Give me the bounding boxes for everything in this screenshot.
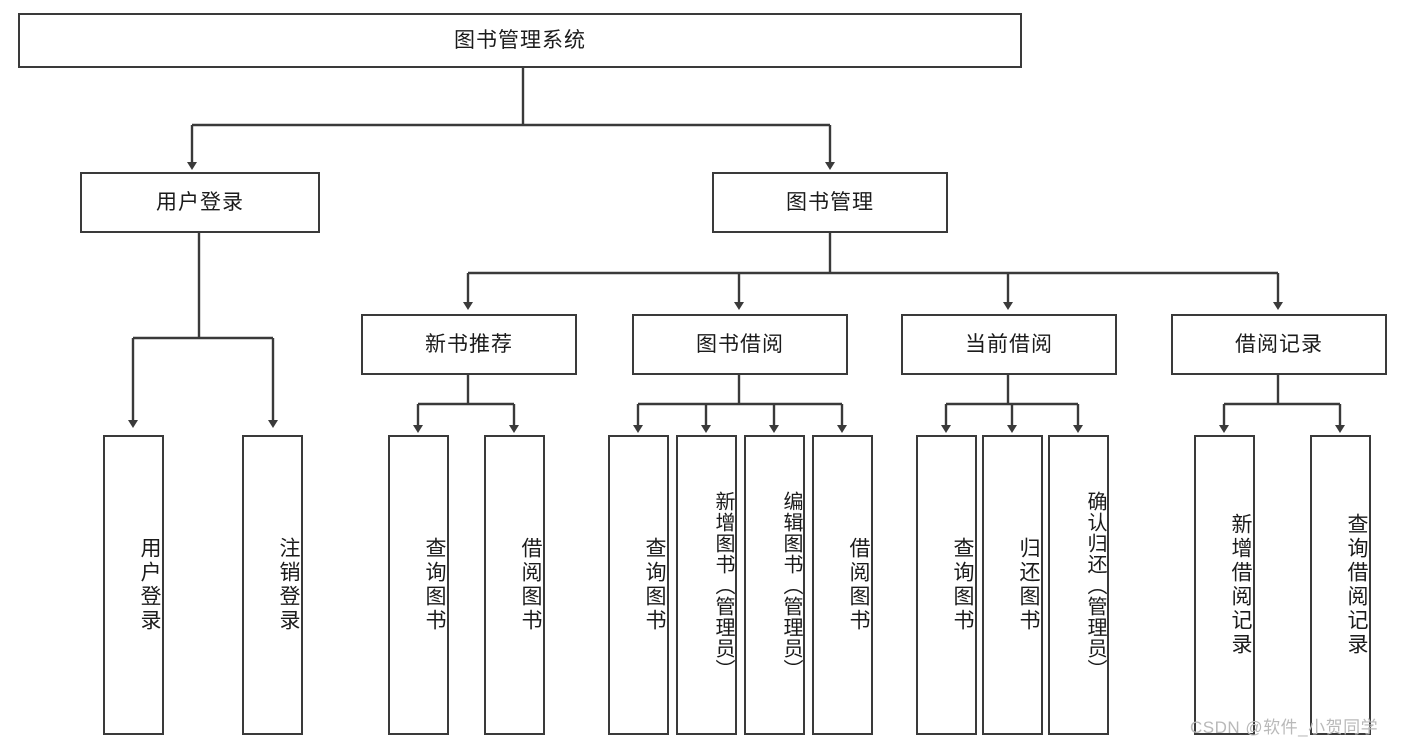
node-current-borrow-label: 当前借阅 xyxy=(965,332,1053,356)
node-borrow-record-label: 借阅记录 xyxy=(1235,332,1323,356)
leaf-edit-book[interactable]: 编辑图书（管理员） xyxy=(744,435,805,735)
leaf-user-login-label: 用户登录 xyxy=(138,537,161,633)
leaf-query-book-1[interactable]: 查询图书 xyxy=(388,435,449,735)
leaf-return-book[interactable]: 归还图书 xyxy=(982,435,1043,735)
leaf-add-book-label: 新增图书（管理员） xyxy=(712,490,734,680)
leaf-query-book-1-label: 查询图书 xyxy=(423,537,446,633)
node-book-borrow[interactable]: 图书借阅 xyxy=(632,314,848,375)
node-user-login[interactable]: 用户登录 xyxy=(80,172,320,233)
leaf-user-login[interactable]: 用户登录 xyxy=(103,435,164,735)
node-book-manage-label: 图书管理 xyxy=(786,190,874,214)
node-user-login-label: 用户登录 xyxy=(156,190,244,214)
leaf-borrow-book-2-label: 借阅图书 xyxy=(847,537,870,633)
node-root[interactable]: 图书管理系统 xyxy=(18,13,1022,68)
leaf-return-book-label: 归还图书 xyxy=(1017,537,1040,633)
leaf-logout[interactable]: 注销登录 xyxy=(242,435,303,735)
leaf-borrow-book-2[interactable]: 借阅图书 xyxy=(812,435,873,735)
csdn-watermark: CSDN @软件_小贺同学 xyxy=(1190,718,1379,737)
leaf-add-book[interactable]: 新增图书（管理员） xyxy=(676,435,737,735)
leaf-logout-label: 注销登录 xyxy=(277,537,300,633)
leaf-query-book-2[interactable]: 查询图书 xyxy=(608,435,669,735)
node-borrow-record[interactable]: 借阅记录 xyxy=(1171,314,1387,375)
node-root-label: 图书管理系统 xyxy=(454,28,586,52)
leaf-query-book-3[interactable]: 查询图书 xyxy=(916,435,977,735)
leaf-edit-book-label: 编辑图书（管理员） xyxy=(780,490,802,680)
node-new-book-recommend-label: 新书推荐 xyxy=(425,332,513,356)
node-new-book-recommend[interactable]: 新书推荐 xyxy=(361,314,577,375)
leaf-query-record-label: 查询借阅记录 xyxy=(1345,513,1368,657)
leaf-borrow-book-1[interactable]: 借阅图书 xyxy=(484,435,545,735)
leaf-add-record[interactable]: 新增借阅记录 xyxy=(1194,435,1255,735)
node-book-manage[interactable]: 图书管理 xyxy=(712,172,948,233)
node-current-borrow[interactable]: 当前借阅 xyxy=(901,314,1117,375)
leaf-confirm-return[interactable]: 确认归还（管理员） xyxy=(1048,435,1109,735)
leaf-confirm-return-label: 确认归还（管理员） xyxy=(1084,490,1106,680)
leaf-query-book-2-label: 查询图书 xyxy=(643,537,666,633)
leaf-query-record[interactable]: 查询借阅记录 xyxy=(1310,435,1371,735)
node-book-borrow-label: 图书借阅 xyxy=(696,332,784,356)
leaf-query-book-3-label: 查询图书 xyxy=(951,537,974,633)
leaf-borrow-book-1-label: 借阅图书 xyxy=(519,537,542,633)
leaf-add-record-label: 新增借阅记录 xyxy=(1229,513,1252,657)
